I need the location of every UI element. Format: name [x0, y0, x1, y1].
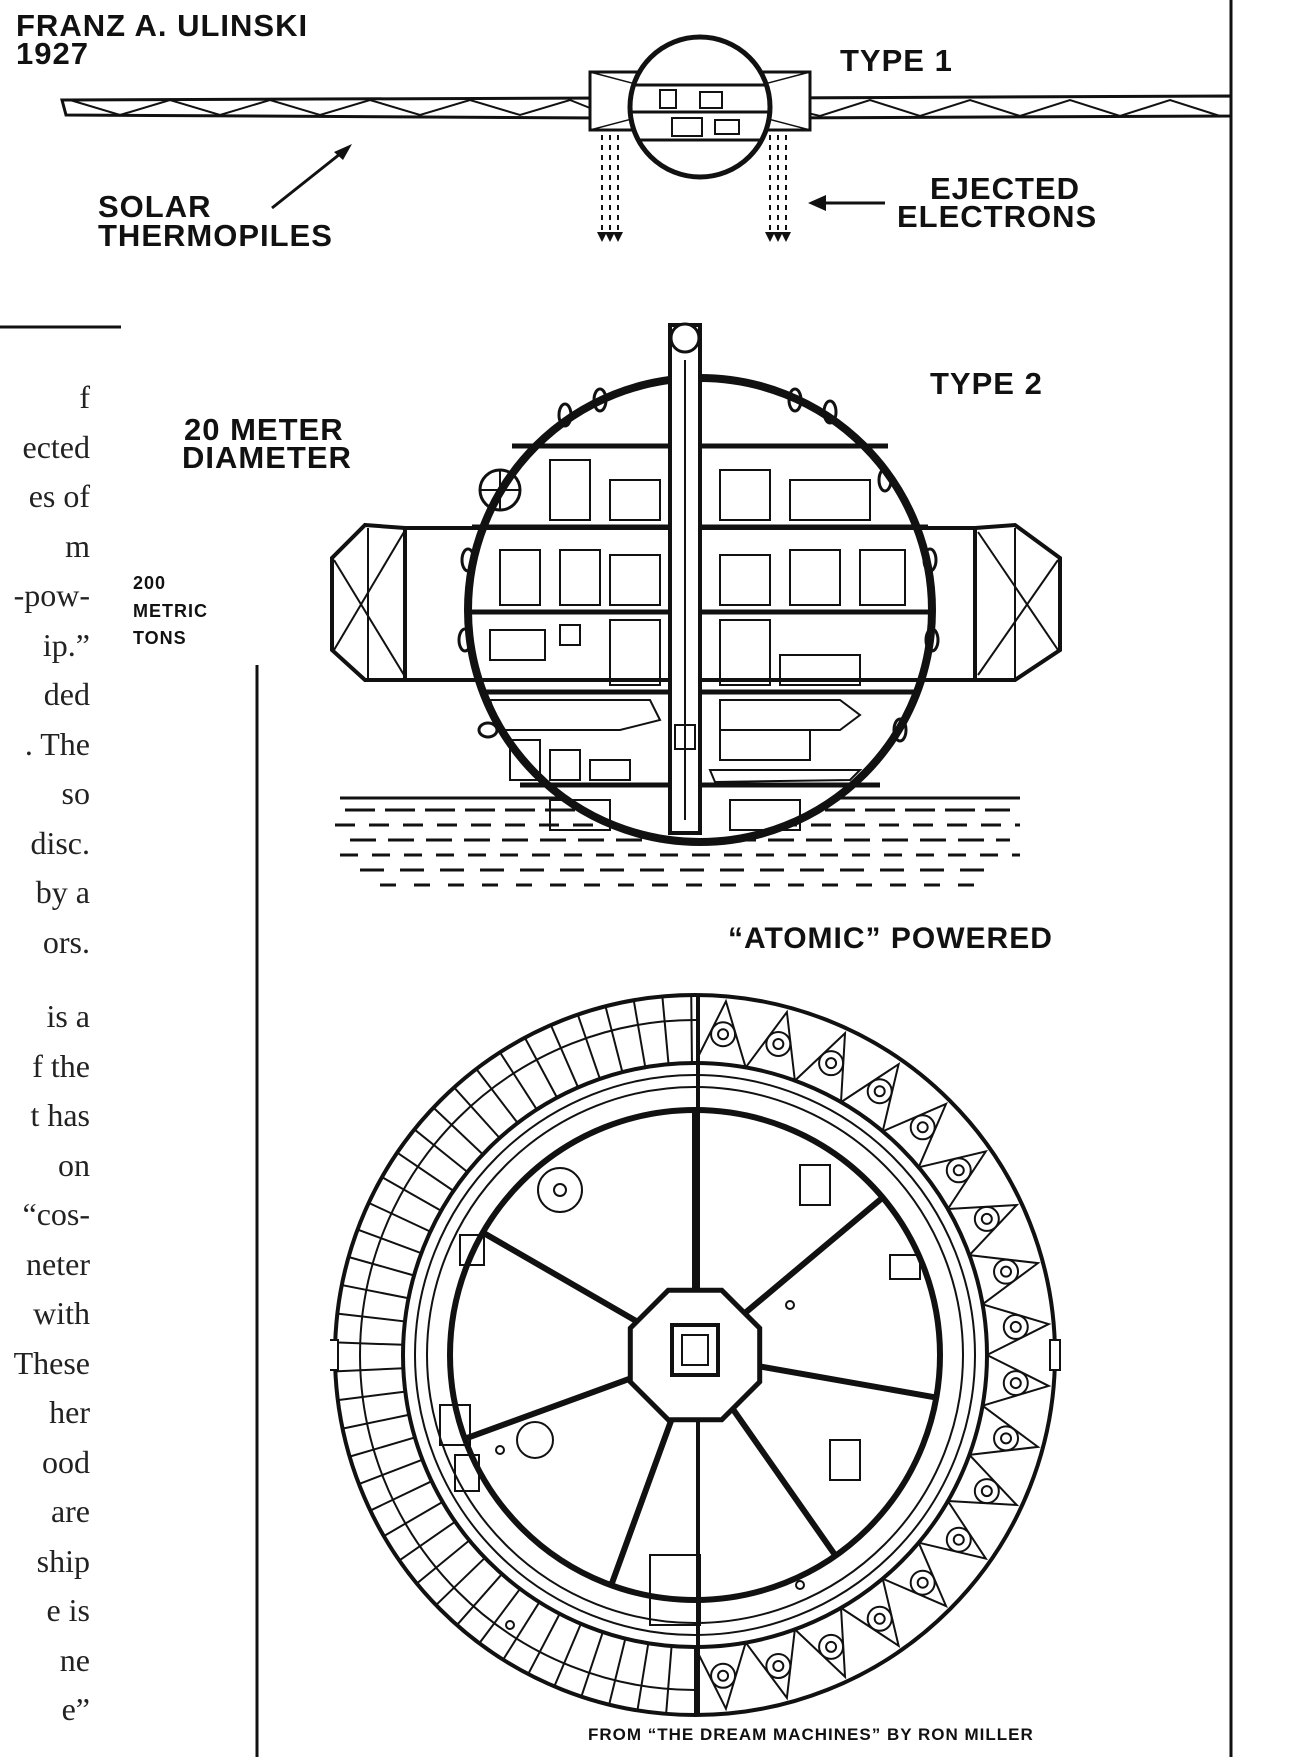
text-line: is a	[46, 998, 90, 1034]
year-label: 1927	[16, 36, 89, 71]
text-line: ors.	[42, 923, 90, 960]
text-line: ected	[22, 428, 91, 465]
text-line: -pow-	[13, 577, 90, 613]
text-line: f the	[32, 1047, 90, 1084]
solar-label: SOLAR	[98, 189, 212, 224]
text-line: e is	[46, 1592, 90, 1628]
type2-ship-diagram	[330, 322, 1062, 887]
text-line: are	[50, 1493, 90, 1529]
atomic-powered-label: “ATOMIC” POWERED	[728, 922, 1053, 955]
mass-value-label: 200	[133, 573, 167, 593]
text-line: disc.	[30, 824, 90, 861]
text-line: with	[33, 1295, 90, 1331]
mass-unit2-label: TONS	[133, 628, 187, 648]
text-line: ne	[59, 1641, 90, 1678]
atomic-disc-plan-diagram	[330, 993, 1061, 1717]
type1-ship-diagram	[60, 34, 1233, 242]
text-line: neter	[26, 1245, 90, 1282]
text-line: so	[61, 775, 90, 811]
text-line: ship	[36, 1542, 90, 1579]
text-line: f	[79, 379, 90, 415]
text-line: ip.”	[42, 626, 90, 663]
credit-caption: FROM “THE DREAM MACHINES” BY RON MILLER	[588, 1725, 1034, 1744]
ejected-label: EJECTED	[930, 171, 1080, 206]
type1-label: TYPE 1	[840, 43, 953, 78]
text-line: These	[13, 1344, 90, 1381]
diameter-value-label: 20 METER	[184, 412, 344, 447]
text-line: ood	[42, 1443, 90, 1480]
text-line: e”	[61, 1691, 90, 1727]
text-line: t has	[30, 1097, 90, 1133]
text-line: on	[58, 1146, 90, 1183]
text-line: es of	[28, 478, 90, 514]
diameter-word-label: DIAMETER	[182, 440, 352, 475]
cropped-body-text: f ected es of m -pow- ip.” ded . The so …	[0, 373, 90, 1735]
text-line: “cos-	[22, 1196, 90, 1232]
author-name: FRANZ A. ULINSKI	[16, 8, 309, 43]
type2-label: TYPE 2	[930, 366, 1043, 401]
mass-unit1-label: METRIC	[133, 601, 208, 621]
text-line: . The	[24, 725, 90, 762]
text-line: by a	[35, 874, 90, 910]
text-line: m	[65, 527, 90, 564]
thermopiles-label: THERMOPILES	[98, 218, 333, 253]
electrons-label: ELECTRONS	[897, 199, 1098, 234]
text-line: ded	[43, 676, 90, 712]
text-line: her	[49, 1394, 90, 1430]
